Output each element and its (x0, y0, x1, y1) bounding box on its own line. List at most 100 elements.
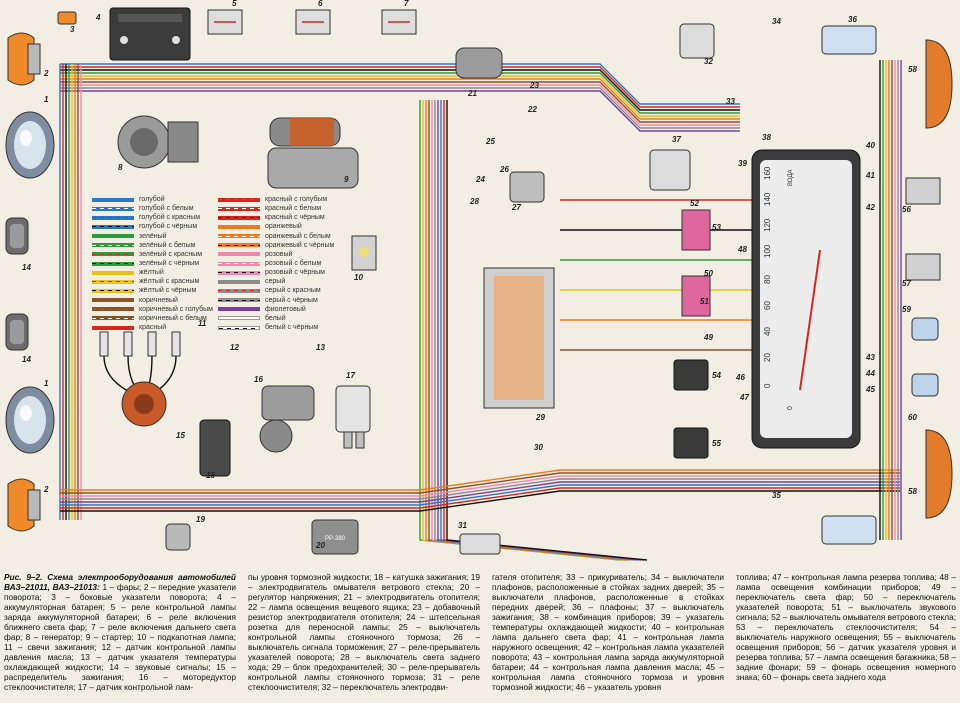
component-number: 14 (22, 355, 31, 364)
legend-swatch (218, 224, 260, 229)
wiper-relay (459, 533, 501, 555)
temp-gauge-label: ВОДА (788, 170, 794, 186)
component-number: 39 (738, 159, 747, 168)
component-number: 9 (344, 175, 349, 184)
front-turn-signal-bottom (7, 478, 41, 532)
legend-label: оранжевый с белым (265, 232, 331, 240)
component-number: 46 (735, 373, 745, 382)
component-number: 12 (230, 343, 239, 352)
component-number: 11 (198, 319, 207, 328)
fuel-gauge-label: 0 (787, 406, 794, 410)
horn-top (5, 217, 29, 255)
component-number: 53 (712, 223, 721, 232)
component-number: 13 (316, 343, 325, 352)
legend-label: красный (139, 323, 167, 331)
legend-label: голубой (139, 196, 165, 203)
legend-row: жёлтый (92, 268, 217, 277)
caption-col-4: топлива; 47 – контрольная лампа резерва … (736, 572, 956, 682)
component-number: 14 (22, 263, 31, 272)
legend-row: оранжевый (218, 222, 343, 231)
starter (267, 117, 359, 189)
ceiling-light-top (821, 25, 877, 55)
component-number: 44 (865, 369, 875, 378)
legend-label: фиолетовый (265, 305, 306, 313)
component-number: 33 (726, 97, 735, 106)
wire (60, 84, 740, 126)
legend-swatch (92, 252, 134, 257)
wire (60, 78, 740, 120)
legend-label: оранжевый (265, 223, 302, 231)
legend-swatch (218, 316, 260, 321)
component-number: 43 (865, 353, 875, 362)
legend-swatch (92, 215, 134, 220)
legend-swatch (218, 261, 260, 266)
heater-switch (679, 23, 715, 59)
legend-row: голубой (92, 195, 217, 204)
legend-label: голубой с белым (139, 205, 194, 213)
caption-text-1: 1 – фары; 2 – передние указатели поворот… (4, 582, 236, 692)
legend-swatch (92, 288, 134, 293)
battery (109, 7, 191, 61)
component-number: 51 (700, 297, 709, 306)
side-indicator (57, 11, 77, 25)
components: РР-380 (5, 7, 953, 555)
component-number: 35 (772, 491, 781, 500)
component-number: 2 (43, 485, 49, 494)
wire (60, 63, 740, 105)
generator (117, 115, 199, 169)
component-number: 59 (902, 305, 911, 314)
legend-row: голубой с белым (92, 204, 217, 213)
legend-swatch (218, 252, 260, 257)
wire (60, 481, 900, 503)
legend-row: белый с чёрным (218, 323, 343, 332)
legend-swatch (92, 261, 134, 266)
component-number: 23 (529, 81, 539, 90)
wire (60, 66, 740, 108)
component-number: 24 (475, 175, 485, 184)
component-number: 3 (70, 25, 75, 34)
legend-swatch (218, 234, 260, 239)
component-number: 38 (762, 133, 771, 142)
ceiling-light-bottom (821, 515, 877, 545)
wire (60, 69, 740, 111)
washer-motor (165, 523, 191, 551)
component-number: 34 (772, 17, 781, 26)
component-number: 7 (404, 0, 409, 8)
headlight-top-left (5, 111, 55, 179)
relay-6 (295, 9, 331, 35)
component-number: 40 (865, 141, 875, 150)
component-number: 16 (254, 375, 263, 384)
component-number: 25 (485, 137, 495, 146)
legend-swatch (218, 325, 260, 330)
component-number: 52 (690, 199, 699, 208)
component-number: 10 (354, 273, 363, 282)
legend-row: розовый с белым (218, 259, 343, 268)
legend-swatch (218, 298, 260, 303)
legend-label: зелёный с белым (139, 241, 196, 249)
caption-text-2: пы уровня тормозной жидкости; 18 – катуш… (248, 572, 480, 692)
legend-label: зелёный с красным (139, 250, 203, 258)
component-number: 49 (703, 333, 713, 342)
legend-swatch (218, 215, 260, 220)
legend-row: жёлтый с красным (92, 277, 217, 286)
legend-row: зелёный (92, 232, 217, 241)
relay-code-label: РР-380 (325, 536, 346, 542)
legend-label: зелёный (139, 232, 167, 240)
component-number: 15 (176, 431, 185, 440)
legend-label: голубой с чёрным (139, 223, 198, 231)
ignition-switch (649, 149, 691, 191)
legend-row: розовый (218, 250, 343, 259)
component-number: 60 (908, 413, 917, 422)
legend-row: розовый с чёрным (218, 268, 343, 277)
component-number: 22 (527, 105, 537, 114)
legend-swatch (92, 325, 134, 330)
component-number: 32 (704, 57, 713, 66)
component-number: 28 (469, 197, 479, 206)
fuel-sensor (905, 177, 941, 205)
plate-light-top (911, 317, 939, 341)
wire (446, 100, 648, 561)
rear-light-top (925, 39, 953, 129)
speed-label-120: 120 (763, 218, 772, 232)
component-number: 2 (43, 69, 49, 78)
legend-swatch (92, 224, 134, 229)
